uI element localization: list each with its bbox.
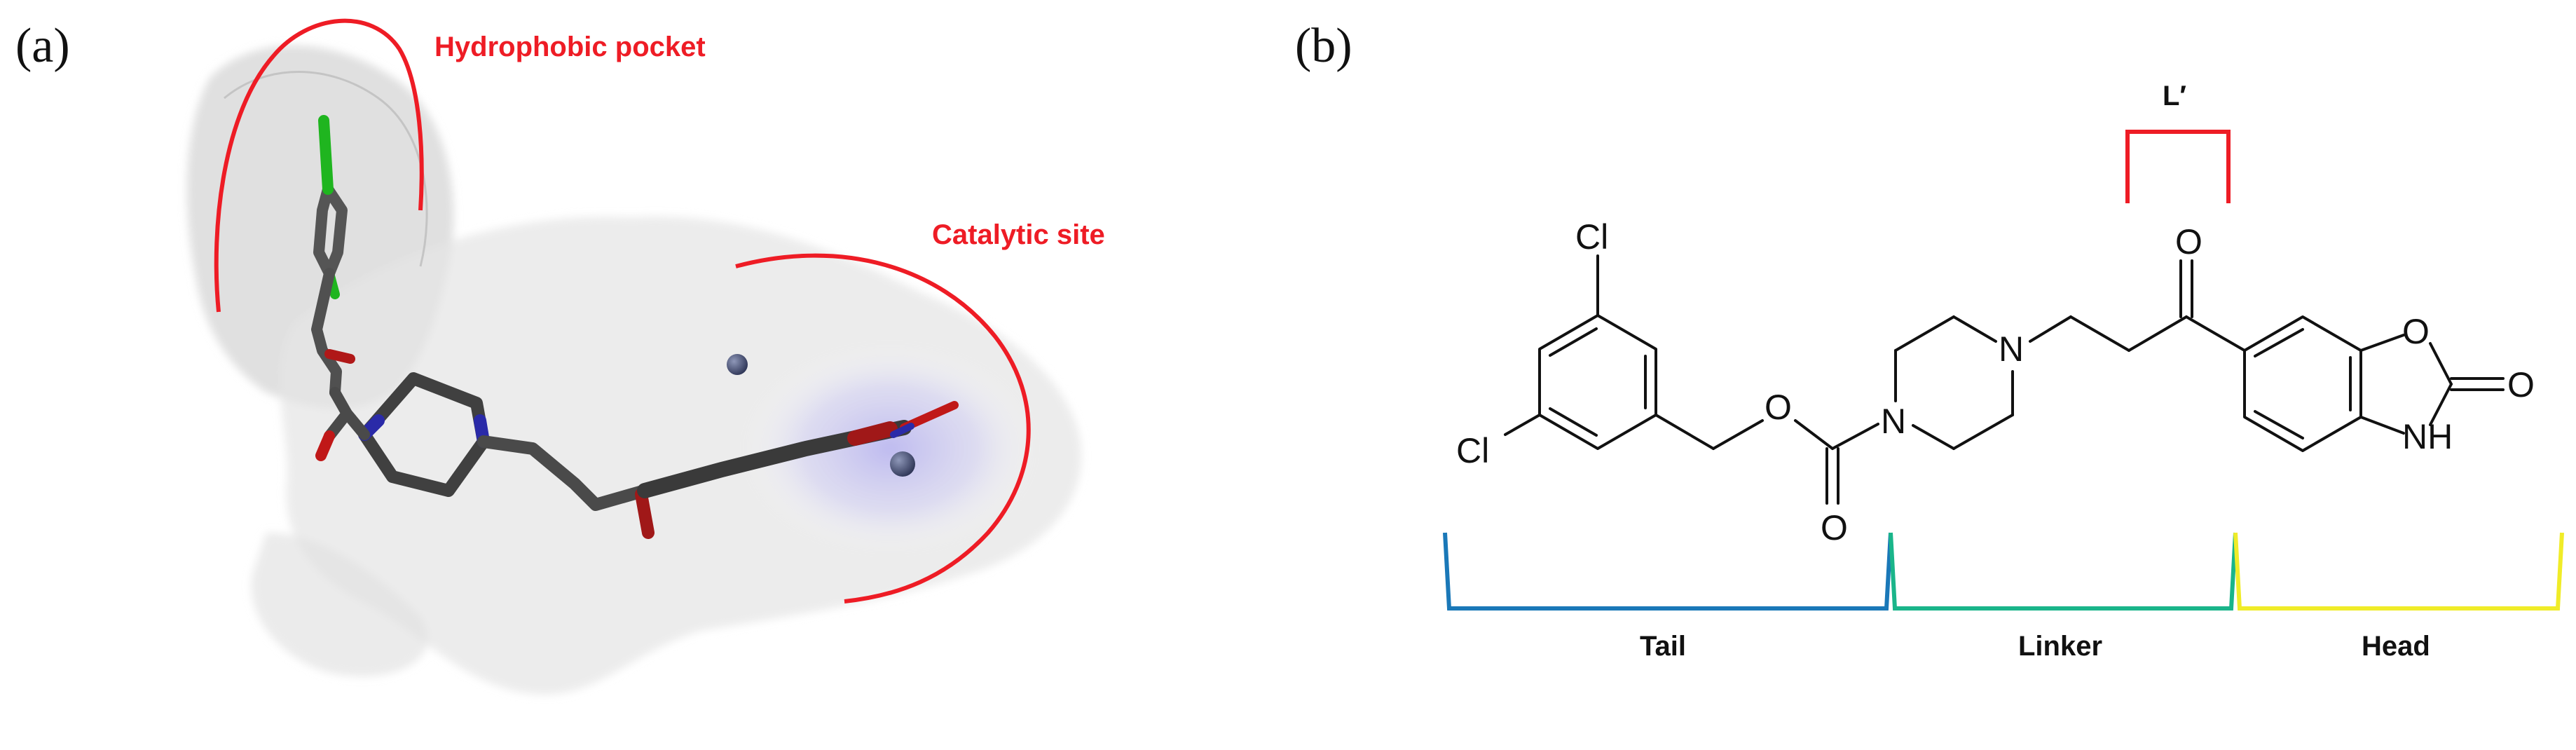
benzoxazolone-benzene [2243, 315, 2362, 452]
o-carbamate-atom: O [1821, 508, 1848, 547]
cl-top-atom: Cl [1575, 217, 1608, 257]
panel-b: (b) L′ Cl Cl O O N [1295, 19, 2564, 662]
head-n-stick [890, 423, 914, 438]
ligand-stick-model [311, 115, 959, 539]
ch2-o-bond [1712, 419, 1764, 450]
oxazole-bond-oc [2429, 342, 2453, 386]
o-ketone-atom: O [2175, 222, 2202, 261]
o-lactone-atom: O [2507, 365, 2535, 404]
tail-label: Tail [1640, 631, 1686, 662]
o-carbonyl-bond [1794, 419, 1834, 450]
linker-bracket [1889, 532, 2238, 611]
chain-bond-1 [2029, 315, 2072, 343]
ketone-oxygen-stick [635, 488, 655, 539]
chemical-structure: Cl Cl O O N N [1456, 217, 2535, 547]
piperazine-bond-3 [1952, 315, 1997, 343]
piperazine-bond-5 [1952, 414, 2014, 450]
benzyl-bond [1654, 414, 1715, 450]
catalytic-site-arc [735, 253, 1031, 604]
l-prime-bracket [2125, 130, 2231, 203]
oxazole-bond-cn [2429, 383, 2453, 426]
cl-left-atom: Cl [1456, 431, 1489, 470]
c-n-bond [1831, 423, 1879, 450]
chain-bond-3 [2128, 315, 2188, 352]
carbamate-oxygen-stick [315, 430, 335, 461]
cl-left-bond [1504, 414, 1541, 436]
chain-bond-2 [2069, 315, 2130, 352]
benzyl-linker [311, 268, 342, 398]
chlorine-stick [318, 115, 334, 195]
catalytic-site-label: Catalytic site [932, 219, 1105, 250]
o-ester-atom: O [1765, 388, 1792, 427]
linker-label: Linker [2018, 631, 2102, 662]
piperazine-bond-6 [1912, 424, 1955, 450]
zinc-ion-2 [890, 451, 915, 477]
ester-oxygen-stick [324, 349, 355, 364]
hydrophobic-pocket-label: Hydrophobic pocket [434, 32, 706, 62]
dichlorophenyl-double-3 [1549, 407, 1598, 437]
ketone-to-ring-bond [2185, 315, 2246, 352]
protein-surface [186, 46, 1082, 695]
panel-a: (a) Hydrophobic pocket Catalytic site [15, 18, 1105, 695]
n-right-atom: N [1999, 329, 2024, 369]
n-left-atom: N [1881, 402, 1906, 441]
l-prime-label: L′ [2163, 81, 2186, 111]
panel-a-label: (a) [15, 19, 70, 73]
lower-lobe-surface [251, 533, 428, 677]
catalytic-site-surface [280, 216, 1082, 695]
head-oxygen-stick [847, 421, 898, 446]
panel-b-label: (b) [1295, 19, 1352, 73]
pocket-outline [224, 71, 428, 267]
carbamate-to-piperazine [341, 408, 370, 440]
tail-bracket [1443, 532, 1893, 611]
head-bracket [2233, 532, 2564, 611]
benzo-double-1 [2254, 328, 2304, 357]
nh-atom: NH [2402, 417, 2453, 456]
dichlorophenyl-ring [1538, 314, 1657, 450]
oxazole-bond-o [2359, 334, 2405, 352]
benzo-double-3 [2254, 410, 2304, 439]
catalytic-glow [743, 343, 1037, 554]
oxazole-bond-n [2359, 416, 2405, 435]
zinc-ion-1 [727, 354, 748, 375]
dichlorophenyl-double-2 [1549, 327, 1598, 357]
o-ring-atom: O [2402, 312, 2430, 351]
piperazine-bond-2 [1894, 315, 1955, 352]
head-label: Head [2362, 631, 2430, 662]
propyl-chain [477, 435, 651, 511]
hydrophobic-pocket-arc [214, 18, 424, 313]
